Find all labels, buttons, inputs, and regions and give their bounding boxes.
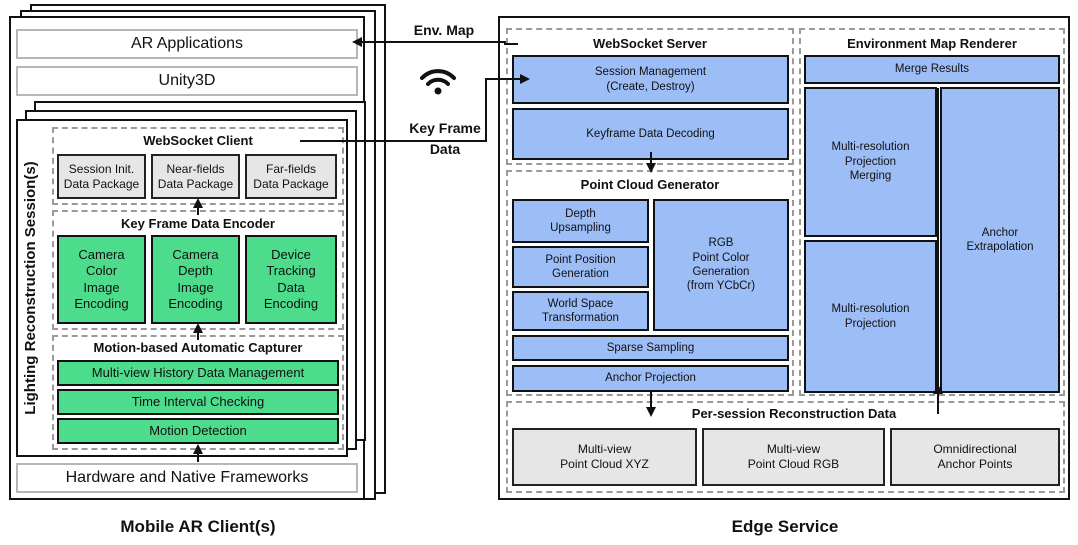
env-map-label: Env. Map	[413, 22, 475, 38]
websocket-server-title: WebSocket Server	[589, 36, 711, 51]
far-fields-package: Far-fields Data Package	[245, 154, 337, 199]
point-cloud-rgb-box: Multi-view Point Cloud RGB	[702, 428, 885, 486]
keyframe-decoding-box: Keyframe Data Decoding	[512, 108, 789, 160]
device-tracking-encoding: Device Tracking Data Encoding	[245, 235, 337, 324]
mobile-client-caption: Mobile AR Client(s)	[120, 517, 276, 536]
session-management-box: Session Management (Create, Destroy)	[512, 55, 789, 104]
encoder-title: Key Frame Data Encoder	[117, 216, 279, 231]
point-position-box: Point Position Generation	[512, 246, 649, 288]
color-image-encoding: Camera Color Image Encoding	[57, 235, 146, 324]
anchor-projection-box: Anchor Projection	[512, 365, 789, 392]
motion-detection: Motion Detection	[57, 418, 339, 444]
edge-service-caption: Edge Service	[731, 517, 839, 536]
reconstruction-data-group	[506, 401, 1065, 493]
sparse-sampling-box: Sparse Sampling	[512, 335, 789, 361]
history-data-management: Multi-view History Data Management	[57, 360, 339, 386]
key-frame-data-label: Key Frame Data	[409, 120, 481, 157]
projection-box: Multi-resolution Projection	[804, 240, 937, 393]
rgb-color-generation-box: RGB Point Color Generation (from YCbCr)	[653, 199, 789, 331]
websocket-client-title: WebSocket Client	[139, 133, 257, 148]
key-frame-arrow	[300, 74, 530, 142]
point-cloud-generator-title: Point Cloud Generator	[576, 177, 724, 192]
reconstruction-data-title: Per-session Reconstruction Data	[687, 406, 901, 421]
env-map-renderer-group	[799, 28, 1065, 396]
merge-results-box: Merge Results	[804, 55, 1060, 84]
ar-applications-box: AR Applications	[16, 29, 358, 59]
world-space-box: World Space Transformation	[512, 291, 649, 331]
projection-merging-box: Multi-resolution Projection Merging	[804, 87, 937, 237]
session-init-package: Session Init. Data Package	[57, 154, 146, 199]
capturer-title: Motion-based Automatic Capturer	[89, 340, 307, 355]
time-interval-checking: Time Interval Checking	[57, 389, 339, 415]
env-map-renderer-title: Environment Map Renderer	[843, 36, 1021, 51]
depth-upsampling-box: Depth Upsampling	[512, 199, 649, 243]
anchor-points-box: Omnidirectional Anchor Points	[890, 428, 1060, 486]
wifi-icon	[418, 64, 458, 100]
anchor-extrapolation-box: Anchor Extrapolation	[940, 87, 1060, 393]
env-map-arrow	[352, 37, 518, 47]
unity3d-box: Unity3D	[16, 66, 358, 96]
point-cloud-xyz-box: Multi-view Point Cloud XYZ	[512, 428, 697, 486]
hardware-frameworks-box: Hardware and Native Frameworks	[16, 463, 358, 493]
